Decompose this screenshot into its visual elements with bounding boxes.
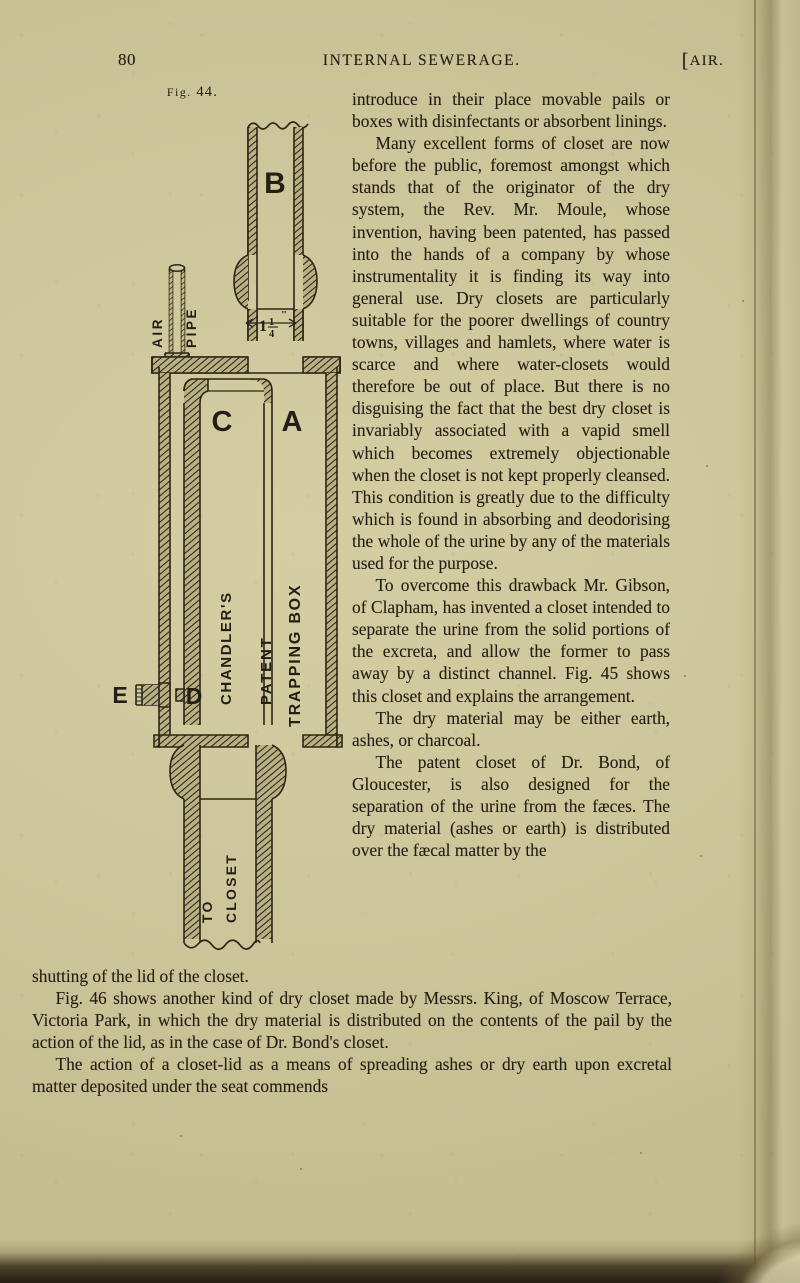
figure-label-b: B bbox=[264, 167, 286, 200]
figure-label-air: AIR bbox=[150, 317, 165, 348]
paragraph: The patent closet of Dr. Bond, of Glouce… bbox=[352, 751, 670, 861]
running-head: 80 INTERNAL SEWERAGE. [AIR. bbox=[0, 50, 760, 73]
page-edge-line bbox=[754, 0, 756, 1283]
paragraph: To overcome this drawback Mr. Gibson, of… bbox=[352, 575, 670, 706]
figure-label-e: E bbox=[112, 682, 127, 708]
figure-label-device: TRAPPING BOX bbox=[287, 584, 304, 727]
paragraph: The dry material may be either earth, as… bbox=[352, 707, 670, 750]
figure-44: Fig. 44. bbox=[96, 84, 358, 975]
figure-label-maker: CHANDLER'S bbox=[218, 591, 235, 705]
scan-speck bbox=[300, 1168, 302, 1170]
folio-page-number: 80 bbox=[118, 50, 136, 69]
body-text-right-column: introduce in their place movable pails o… bbox=[352, 88, 670, 861]
svg-text:1: 1 bbox=[259, 318, 267, 335]
running-head-section-label: AIR. bbox=[689, 53, 724, 69]
scan-speck bbox=[742, 300, 744, 302]
scan-speck bbox=[700, 855, 702, 857]
scan-speck bbox=[640, 1152, 642, 1154]
figure-dimension-label: 1 1 4 " bbox=[259, 309, 287, 340]
figure-label-outlet-to: TO bbox=[199, 899, 215, 923]
figure-label-pipe: PIPE bbox=[184, 307, 199, 348]
paragraph: The action of a closet-lid as a means of… bbox=[32, 1054, 672, 1097]
svg-text:1: 1 bbox=[269, 317, 274, 328]
paragraph: Fig. 46 shows another kind of dry closet… bbox=[32, 988, 672, 1053]
running-head-section: [AIR. bbox=[554, 50, 760, 73]
figure-label-c: C bbox=[212, 406, 233, 438]
trapping-box-diagram: B 1 1 4 " AIR PIPE C A CHANDLER'S bbox=[112, 121, 343, 951]
figure-caption-number: 44. bbox=[196, 84, 219, 100]
body-text-full-width: shutting of the lid of the closet. Fig. … bbox=[32, 965, 672, 1098]
figure-caption: Fig. 44. bbox=[100, 84, 285, 101]
figure-label-patent: PATENT bbox=[258, 636, 275, 705]
svg-text:": " bbox=[281, 309, 287, 321]
page-gutter-shadow bbox=[738, 0, 800, 1283]
figure-label-a: A bbox=[282, 406, 303, 438]
scan-speck bbox=[180, 1135, 182, 1137]
figure-caption-prefix: Fig. bbox=[166, 85, 192, 99]
paragraph: Many excellent forms of closet are now b… bbox=[352, 133, 670, 573]
scan-speck bbox=[706, 465, 708, 467]
page-corner-curl bbox=[680, 1191, 800, 1283]
running-head-title: INTERNAL SEWERAGE. bbox=[322, 52, 521, 69]
svg-text:4: 4 bbox=[269, 329, 275, 340]
figure-label-d: D bbox=[186, 683, 203, 709]
open-bracket: [ bbox=[681, 50, 690, 72]
scan-speck bbox=[684, 675, 686, 677]
paragraph: shutting of the lid of the closet. bbox=[32, 966, 249, 986]
figure-label-outlet-closet: CLOSET bbox=[223, 853, 239, 923]
paragraph: introduce in their place movable pails o… bbox=[352, 89, 670, 132]
page-bottom-shadow bbox=[0, 1239, 800, 1283]
